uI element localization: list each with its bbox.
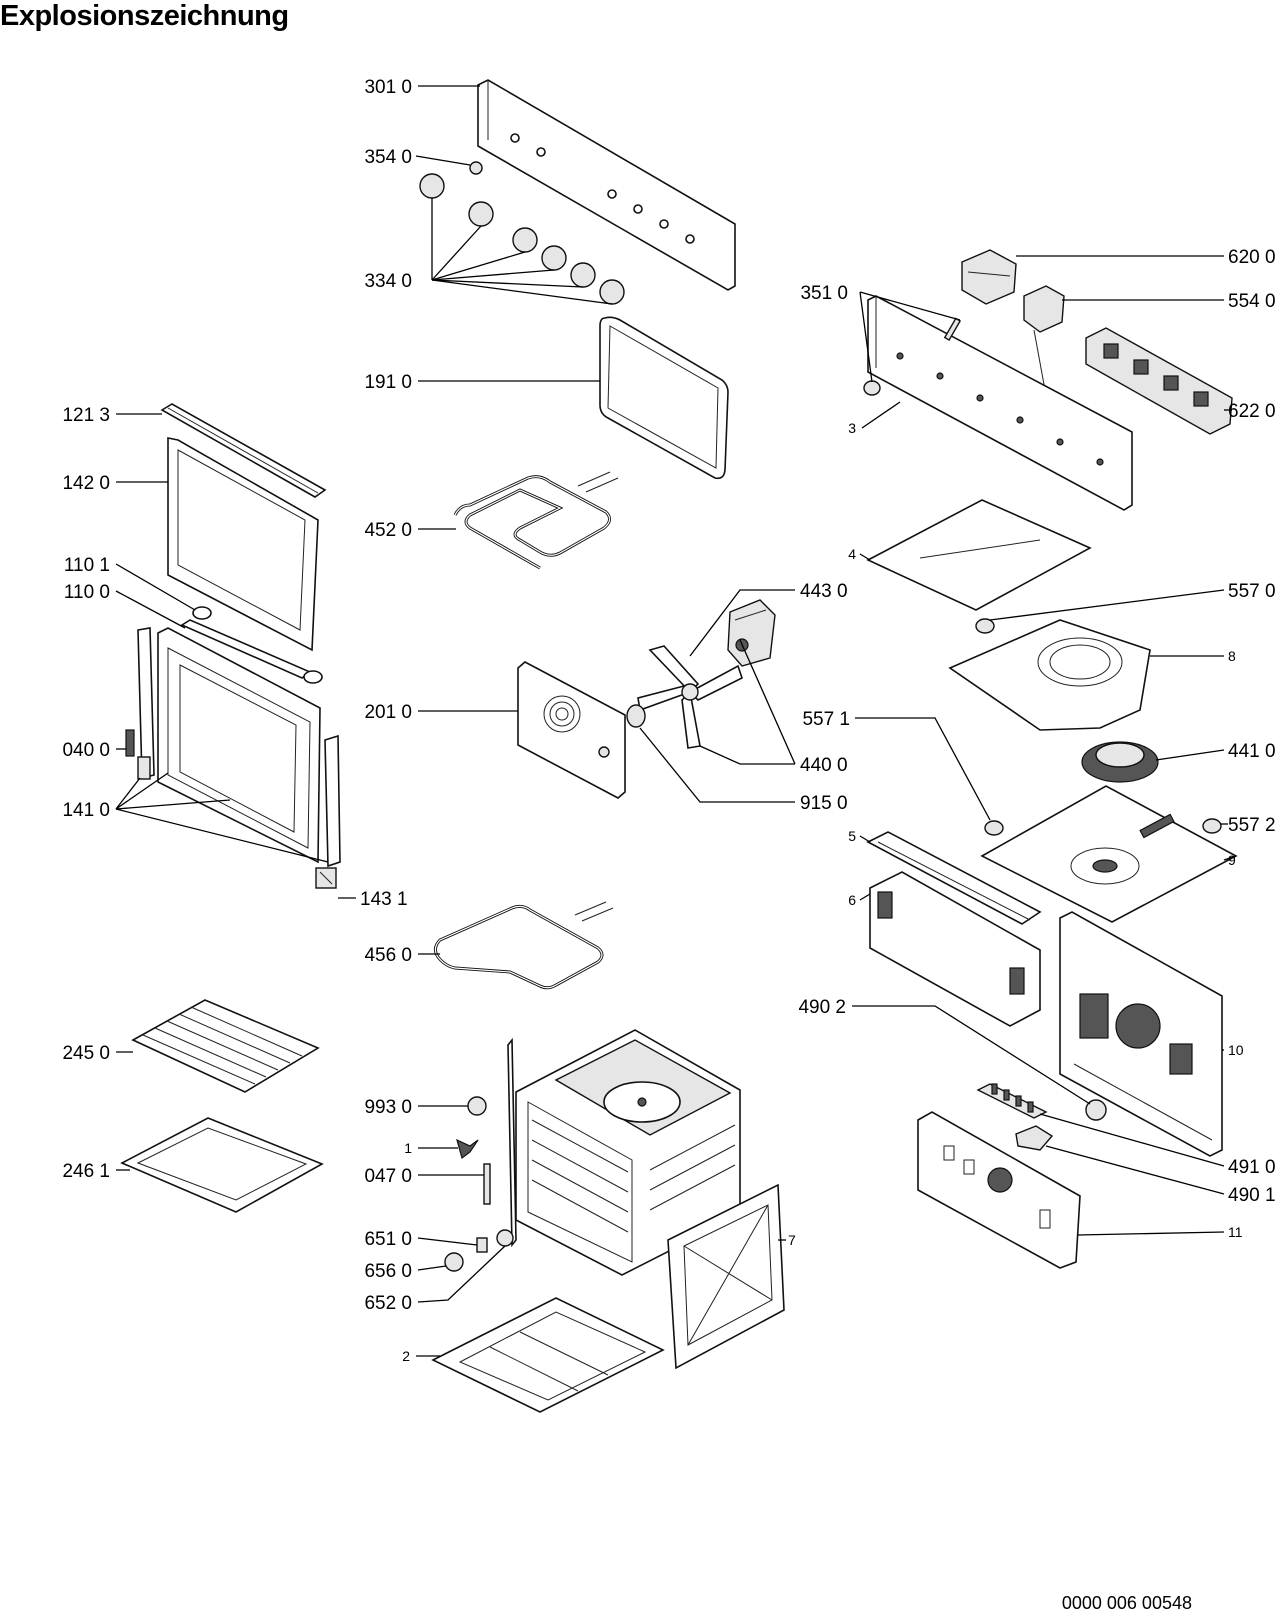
safety-thermostat-3 — [1202, 818, 1222, 834]
outer-door-frame — [125, 627, 341, 868]
side-air-channel — [869, 871, 1041, 1027]
label-622-0: 622 0 — [1228, 401, 1276, 422]
label-10: 10 — [1228, 1042, 1244, 1058]
switch-block — [1085, 327, 1233, 435]
top-heating-element — [453, 471, 619, 570]
fan-cover-plate — [517, 661, 626, 799]
safety-thermostat-1 — [975, 618, 995, 634]
label-554-0: 554 0 — [1228, 291, 1276, 312]
label-143-1: 143 1 — [360, 889, 408, 910]
door-gasket — [599, 316, 729, 480]
control-panel — [477, 79, 736, 291]
label-6: 6 — [848, 892, 856, 908]
fan-nut — [626, 704, 646, 728]
label-8: 8 — [1228, 648, 1236, 664]
label-5: 5 — [848, 828, 856, 844]
label-040-0: 040 0 — [62, 740, 110, 761]
label-354-0: 354 0 — [364, 147, 412, 168]
label-1: 1 — [404, 1140, 412, 1156]
label-110-0: 110 0 — [64, 582, 110, 603]
baking-tray — [120, 1117, 324, 1213]
small-knob — [469, 161, 483, 175]
label-201-0: 201 0 — [364, 702, 412, 723]
inner-door-glass — [167, 437, 319, 652]
label-7: 7 — [788, 1232, 796, 1248]
leader-lines — [115, 85, 1237, 1357]
fan-housing — [948, 619, 1151, 731]
label-491-0: 491 0 — [1228, 1157, 1276, 1178]
label-651-0: 651 0 — [364, 1229, 412, 1250]
label-110-1: 110 1 — [64, 555, 110, 576]
page-title: Explosionszeichnung — [0, 0, 289, 32]
label-452-0: 452 0 — [364, 520, 412, 541]
label-334-0: 334 0 — [364, 271, 412, 292]
label-652-0: 652 0 — [364, 1293, 412, 1314]
bottom-plate — [431, 1297, 665, 1413]
label-443-0: 443 0 — [800, 581, 848, 602]
label-490-1: 490 1 — [1228, 1185, 1276, 1206]
convection-fan — [637, 599, 776, 749]
label-301-0: 301 0 — [364, 77, 412, 98]
air-duct — [866, 831, 1042, 925]
label-2: 2 — [402, 1348, 410, 1364]
door-handle — [180, 606, 323, 684]
label-245-0: 245 0 — [62, 1043, 110, 1064]
label-191-0: 191 0 — [364, 372, 412, 393]
label-456-0: 456 0 — [364, 945, 412, 966]
thermostat — [1023, 285, 1065, 391]
small-cap — [1085, 1099, 1107, 1121]
label-142-0: 142 0 — [62, 473, 110, 494]
small-center-parts — [444, 1096, 514, 1272]
label-351-0: 351 0 — [800, 283, 848, 304]
label-557-2: 557 2 — [1228, 815, 1276, 836]
label-246-1: 246 1 — [62, 1161, 110, 1182]
document-number: 0000 006 00548 — [1061, 1593, 1192, 1613]
label-620-0: 620 0 — [1228, 247, 1276, 268]
door-clip — [315, 867, 337, 889]
label-3: 3 — [848, 420, 856, 436]
label-9: 9 — [1228, 852, 1236, 868]
part-labels: 301 0 354 0 334 0 191 0 121 3 142 0 452 … — [62, 77, 1275, 1364]
oven-cavity — [507, 1029, 741, 1276]
terminal-block — [976, 1083, 1048, 1119]
door-top-trim — [160, 403, 327, 498]
label-557-0: 557 0 — [1228, 581, 1276, 602]
label-993-0: 993 0 — [364, 1097, 412, 1118]
connector — [1015, 1125, 1054, 1151]
label-4: 4 — [848, 546, 856, 562]
label-441-0: 441 0 — [1228, 741, 1276, 762]
safety-thermostat-2 — [984, 820, 1004, 836]
label-11: 11 — [1228, 1224, 1243, 1240]
label-047-0: 047 0 — [364, 1166, 412, 1187]
label-915-0: 915 0 — [800, 793, 848, 814]
label-656-0: 656 0 — [364, 1261, 412, 1282]
selector-switch-top — [961, 249, 1017, 305]
label-440-0: 440 0 — [800, 755, 848, 776]
rear-cover-panel — [917, 1111, 1081, 1269]
label-121-3: 121 3 — [62, 405, 110, 426]
cover-plate — [866, 499, 1092, 611]
control-bracket — [863, 295, 1133, 511]
rear-panel — [1059, 911, 1223, 1157]
label-490-2: 490 2 — [798, 997, 846, 1018]
rear-frame — [667, 1183, 785, 1370]
wire-rack — [131, 999, 320, 1093]
bottom-heating-element — [433, 901, 614, 990]
cooling-fan-motor — [1081, 741, 1159, 783]
label-141-0: 141 0 — [62, 800, 110, 821]
label-557-1: 557 1 — [802, 709, 850, 730]
